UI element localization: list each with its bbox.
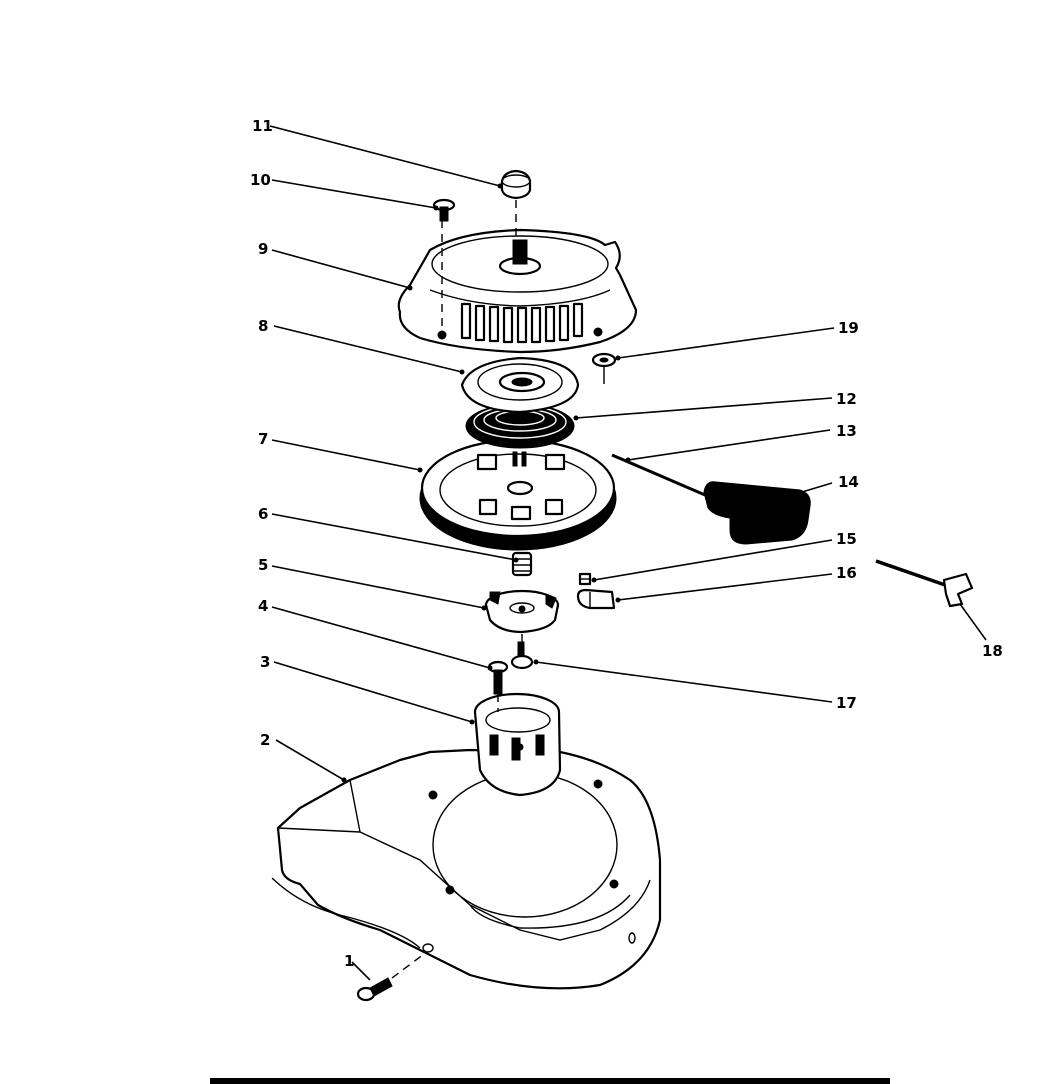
callout-2: 2 — [260, 731, 270, 749]
callout-9: 9 — [258, 240, 268, 258]
callout-11: 11 — [252, 117, 273, 135]
washer-19-icon — [591, 352, 617, 384]
starter-cup-icon — [473, 692, 562, 797]
pawl-hub-icon — [484, 589, 560, 634]
screw-10-icon — [432, 198, 456, 222]
callout-19: 19 — [838, 319, 859, 337]
housing-vent-slots — [460, 302, 584, 344]
callout-16: 16 — [836, 564, 857, 582]
callout-4: 4 — [258, 597, 268, 615]
callout-15: 15 — [836, 530, 857, 548]
blower-housing-icon — [271, 748, 662, 990]
callout-10: 10 — [250, 171, 271, 189]
wire-bolt-icon — [875, 559, 974, 608]
pawl-icon — [576, 588, 616, 610]
starter-handle-icon — [703, 481, 811, 545]
callout-labels: 11 10 9 8 7 6 5 4 3 2 19 12 13 14 15 16 … — [250, 117, 1003, 970]
callout-17: 17 — [836, 694, 857, 712]
callout-12: 12 — [836, 390, 857, 408]
callout-3: 3 — [260, 653, 270, 671]
spring-cover-icon — [460, 356, 580, 414]
callout-18: 18 — [982, 642, 1003, 660]
callout-1: 1 — [344, 952, 354, 970]
callout-6: 6 — [258, 505, 268, 523]
callout-5: 5 — [258, 556, 268, 574]
callout-13: 13 — [836, 422, 857, 440]
starter-housing-icon — [397, 220, 638, 354]
pawl-spring-icon — [578, 572, 592, 586]
callout-14: 14 — [838, 473, 859, 491]
screw-4-icon — [487, 660, 509, 712]
spring-6-icon — [511, 551, 533, 577]
pulley-reel-icon — [419, 438, 617, 551]
cropped-caption-bar — [210, 1078, 890, 1084]
nut-11-icon — [500, 169, 532, 240]
leader-lines — [269, 125, 987, 981]
screw-1-icon — [356, 953, 425, 1002]
callout-8: 8 — [258, 317, 268, 335]
callout-7: 7 — [258, 430, 268, 448]
